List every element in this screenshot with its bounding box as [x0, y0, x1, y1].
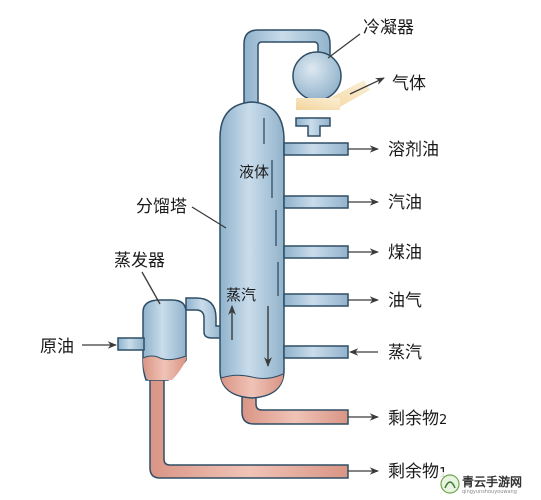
steam-outlet [283, 345, 349, 359]
evaporator-liquid [143, 356, 186, 380]
watermark-subtext: qingyunshouyouwang [462, 489, 517, 495]
residue2-text: 剩余物 [388, 409, 439, 429]
column-tray-lines [263, 118, 279, 296]
kerosene-outlet [283, 245, 349, 259]
column-residue-liquid [221, 374, 283, 397]
condenser-pointer [327, 33, 361, 59]
solvent-oil-label: 溶剂油 [388, 140, 439, 160]
gas-arrow [349, 77, 385, 95]
residue2-pipe [241, 387, 349, 425]
residue1-text: 剩余物 [388, 462, 439, 482]
internal-arrows [228, 305, 272, 367]
evaporator-pointer [141, 271, 161, 305]
residue1-pipe [149, 359, 349, 479]
condenser-stand [295, 117, 331, 137]
pointer-lines [82, 33, 385, 475]
side-outlets [283, 142, 349, 359]
liquid-label: 液体 [239, 163, 269, 181]
vapor-connect-pipe [185, 297, 223, 339]
watermark-logo-icon [440, 474, 460, 494]
steam-label: 蒸汽 [388, 343, 422, 363]
crude-oil-inlet-pipe [117, 337, 145, 351]
gas-label: 气体 [392, 74, 426, 94]
condenser-label: 冷凝器 [363, 18, 414, 38]
column-pointer [191, 206, 227, 229]
diesel-label: 油气 [388, 291, 422, 311]
gasoline-label: 汽油 [388, 193, 422, 213]
vapor-label: 蒸汽 [226, 286, 256, 304]
kerosene-label: 煤油 [388, 243, 422, 263]
watermark: 青云手游网 qingyunshouyouwang [438, 472, 538, 496]
solvent-oil-outlet [283, 142, 349, 156]
condenser-sphere [292, 51, 342, 101]
residue2-label: 剩余物2 [388, 409, 447, 429]
column-label: 分馏塔 [136, 197, 187, 217]
diesel-outlet [283, 293, 349, 307]
gasoline-outlet [283, 195, 349, 209]
residue2-subscript: 2 [439, 413, 447, 428]
crude-oil-label: 原油 [40, 337, 74, 357]
fractionating-column [219, 101, 285, 399]
watermark-text: 青云手游网 [462, 474, 522, 489]
evaporator-label: 蒸发器 [114, 251, 165, 271]
